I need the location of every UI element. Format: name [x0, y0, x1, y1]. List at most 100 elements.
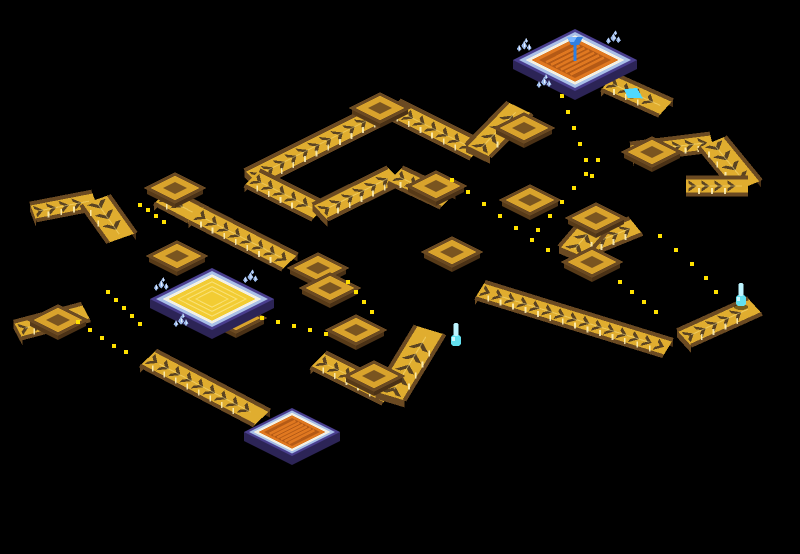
corridor-post — [163, 371, 166, 378]
npc-glint — [737, 297, 740, 301]
corridor-top[interactable] — [677, 298, 762, 346]
corridor-post — [246, 245, 249, 251]
dotted-path — [137, 202, 167, 225]
platform[interactable] — [145, 240, 209, 276]
corridor-rail — [154, 348, 271, 413]
corridor-chevron — [190, 378, 204, 389]
corridor-chevron — [684, 139, 695, 151]
corridor-chevron — [262, 245, 275, 256]
path-dot — [481, 201, 487, 207]
path-dot — [275, 319, 281, 325]
dotted-path — [75, 319, 129, 355]
corridor[interactable] — [79, 193, 138, 245]
platform[interactable] — [560, 246, 624, 282]
corridor[interactable] — [474, 279, 674, 359]
npc[interactable] — [449, 323, 463, 350]
platform[interactable] — [420, 236, 484, 272]
platform-border — [560, 246, 624, 278]
platform[interactable] — [324, 314, 388, 350]
crystal-glint — [176, 320, 177, 326]
corridor-end — [29, 203, 37, 228]
corridor-post — [360, 196, 363, 203]
corridor-post — [487, 295, 490, 302]
path-dot — [145, 207, 151, 213]
corridor[interactable] — [29, 189, 99, 228]
corridor-highlight — [498, 295, 650, 343]
corridor-chevron — [392, 170, 405, 182]
room-floor-stripe — [284, 427, 312, 443]
corridor-post — [600, 243, 603, 250]
path-dot — [137, 202, 143, 208]
platform-border — [26, 304, 90, 336]
crystal-glint — [529, 44, 531, 50]
corridor-rail — [309, 365, 384, 406]
path-dot — [153, 213, 159, 219]
platform[interactable] — [564, 202, 628, 238]
corridor[interactable] — [243, 98, 401, 193]
path-dot — [673, 247, 679, 253]
crystal-icon — [516, 38, 532, 52]
corridor-post — [636, 341, 639, 348]
platform-border — [492, 112, 556, 144]
corridor-post — [315, 150, 318, 157]
corridor-post — [200, 221, 202, 228]
corridor-chevron — [618, 226, 631, 237]
corridor-top[interactable] — [140, 350, 270, 426]
corridor[interactable] — [187, 204, 299, 272]
corridor-chevron — [423, 121, 437, 132]
corridor-chevron — [225, 396, 238, 407]
crystal-icon — [173, 313, 189, 328]
dotted-path — [345, 279, 375, 315]
corridor[interactable] — [243, 168, 329, 222]
path-dot — [565, 109, 571, 115]
corridor-top[interactable] — [244, 170, 328, 220]
path-dot — [323, 331, 329, 337]
corridor-rail — [326, 180, 404, 222]
corridor-end — [465, 145, 491, 164]
platform[interactable] — [492, 112, 556, 148]
corridor[interactable] — [686, 175, 748, 202]
corridor-top[interactable] — [29, 191, 99, 221]
room-floor[interactable] — [168, 277, 256, 321]
room-floor-ring — [186, 286, 238, 312]
platform-diamond — [368, 102, 392, 114]
corridor-chevron — [478, 285, 491, 297]
platform[interactable] — [348, 92, 412, 128]
corridor-post — [724, 323, 727, 330]
corridor-chevron — [33, 205, 44, 218]
corridor-rail — [153, 201, 189, 224]
platform[interactable] — [620, 136, 684, 172]
platform[interactable] — [26, 304, 90, 340]
path-dot — [113, 297, 119, 303]
corridor-top[interactable] — [312, 167, 403, 220]
platform[interactable] — [143, 172, 207, 208]
corridor-chevron — [250, 239, 264, 250]
corridor-highlight — [205, 218, 281, 258]
room-floor-ring — [176, 281, 248, 317]
corridor[interactable] — [311, 165, 404, 227]
path-dot — [259, 315, 265, 321]
corridor-chevron — [412, 115, 425, 126]
door-tile[interactable] — [624, 87, 643, 99]
crystal-glint — [186, 319, 187, 325]
path-dot — [545, 247, 551, 253]
corridor-post — [60, 209, 63, 216]
platform[interactable] — [342, 360, 406, 396]
path-dot — [629, 289, 635, 295]
corridor-chevron — [641, 93, 654, 105]
corridor[interactable] — [600, 72, 674, 118]
path-dot — [577, 141, 583, 147]
npc[interactable] — [734, 283, 748, 310]
room[interactable] — [150, 268, 274, 339]
platform[interactable] — [498, 184, 562, 220]
room[interactable] — [244, 408, 340, 465]
corridor-post — [256, 185, 259, 192]
dotted-path — [105, 289, 143, 327]
corridor-post — [258, 250, 260, 257]
map-marker[interactable] — [567, 37, 583, 61]
corridor-chevron — [704, 140, 723, 151]
corridor[interactable] — [139, 348, 271, 428]
